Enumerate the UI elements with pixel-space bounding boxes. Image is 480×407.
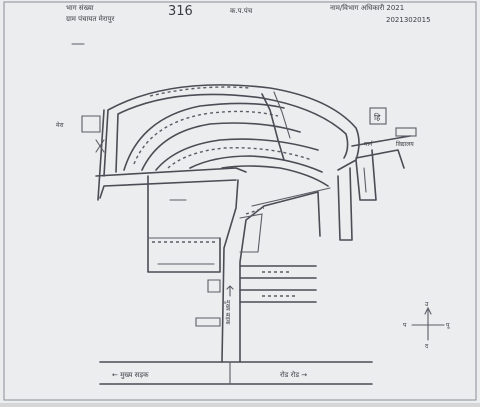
main-vertical-road-right	[239, 191, 319, 363]
east-road-top	[351, 135, 411, 147]
top-hatch-road	[149, 86, 251, 97]
header-left-line1: भाग संख्या	[66, 4, 94, 12]
left-building-box	[81, 115, 101, 133]
diagonal-road	[251, 187, 331, 207]
compass-west: प	[403, 322, 407, 329]
label-main-road-vertical: मुख्य सड़क	[224, 300, 231, 325]
small-plot-2	[195, 317, 221, 327]
east-road-bottom	[355, 149, 405, 169]
label-right-school: विद्यालय	[396, 140, 414, 148]
label-bottom-right-road: रोड रोड →	[280, 370, 307, 379]
left-junction-mark	[95, 139, 105, 153]
road-arrow	[226, 285, 234, 297]
header-right-line2: 2021302015	[386, 16, 431, 24]
junction-building	[239, 213, 263, 253]
arc-street-5	[221, 165, 329, 187]
label-top-left-building: मेरा	[56, 121, 64, 129]
east-street-3	[355, 149, 377, 201]
school-box	[369, 107, 387, 125]
school-building	[395, 127, 417, 137]
east-street-1	[317, 191, 321, 237]
arc-street-4	[189, 155, 323, 173]
left-vertical-road	[97, 109, 105, 201]
east-street-3-hatch	[363, 167, 367, 193]
header-right-line1: नाम/विभाग अधिकारी 2021	[330, 3, 404, 12]
main-vertical-road-left	[221, 179, 239, 363]
label-bottom-left-road: ← मुख्य सड़क	[112, 371, 149, 379]
compass-south: द	[425, 343, 429, 350]
central-block-outline	[147, 175, 221, 273]
compass-east: पू	[446, 322, 450, 329]
compass-rose: उ द पू प	[403, 301, 450, 350]
radial-lane-edge	[273, 91, 291, 139]
main-horizontal-road-bottom	[99, 179, 237, 199]
arc-street-3	[155, 138, 319, 171]
east-street-2	[337, 167, 353, 241]
small-plot-1	[207, 279, 221, 293]
header-middle-text: क.प.पंच	[230, 7, 253, 15]
radial-lane	[261, 93, 285, 161]
main-horizontal-road-top	[95, 167, 247, 177]
outer-loop-road	[103, 84, 360, 177]
arc-street-2	[141, 122, 301, 171]
scan-edge	[3, 1, 477, 401]
school-box-symbol: हि	[374, 112, 381, 122]
label-left-junction: मार्ग	[364, 140, 374, 148]
compass-north: उ	[425, 301, 429, 308]
arc-street-1	[123, 102, 285, 171]
header-left-line2: ग्राम पंचायत मेरापुर	[66, 14, 115, 23]
outer-loop-road-inner	[115, 93, 349, 173]
arc-street-3-hatch	[167, 147, 313, 169]
header-sheet-number: 316	[168, 4, 193, 19]
